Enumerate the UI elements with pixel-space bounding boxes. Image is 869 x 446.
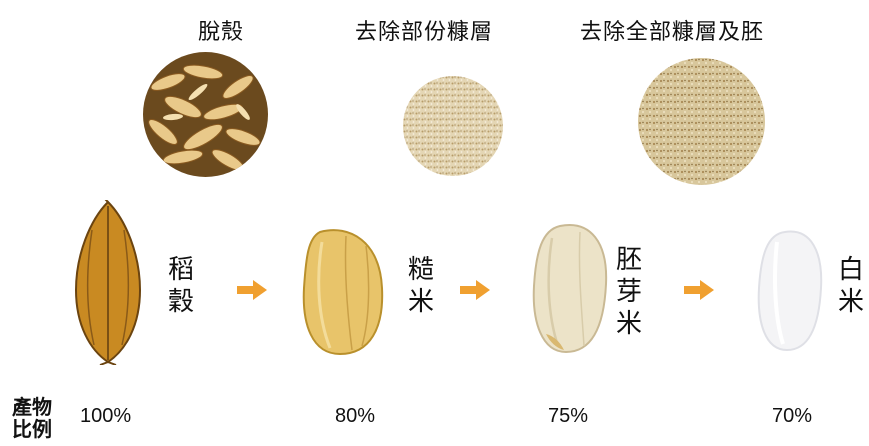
percent-brown-rice: 80%	[335, 405, 376, 427]
stage-label-paddy: 稻穀	[167, 255, 194, 317]
step-title-partial-bran: 去除部份糠層	[355, 20, 494, 45]
step-title-hulling: 脫殼	[198, 20, 245, 45]
arrow-right-icon	[460, 280, 490, 300]
stage-label-white-rice: 白米	[837, 255, 864, 317]
yield-ratio-line2: 比例	[12, 417, 52, 441]
yield-ratio-line1: 產物	[12, 395, 52, 419]
yield-ratio-label: 產物 比例	[12, 396, 62, 440]
percent-white-rice: 70%	[772, 405, 813, 427]
brown-rice-grain-image	[300, 228, 385, 358]
white-rice-grain-image	[755, 228, 825, 353]
arrow-right-icon	[684, 280, 714, 300]
husk-circle-image	[143, 52, 268, 177]
percent-paddy: 100%	[80, 405, 132, 427]
paddy-grain-image	[68, 197, 148, 366]
germ-rice-grain-image	[530, 222, 610, 357]
step-title-full-bran: 去除全部糠層及胚	[580, 20, 765, 45]
stage-label-germ-rice: 胚芽米	[615, 245, 642, 339]
partial-bran-circle-image	[403, 76, 503, 176]
arrow-right-icon	[237, 280, 267, 300]
percent-germ-rice: 75%	[548, 405, 589, 427]
stage-label-brown-rice: 糙米	[407, 255, 434, 317]
full-bran-circle-image	[638, 58, 765, 185]
